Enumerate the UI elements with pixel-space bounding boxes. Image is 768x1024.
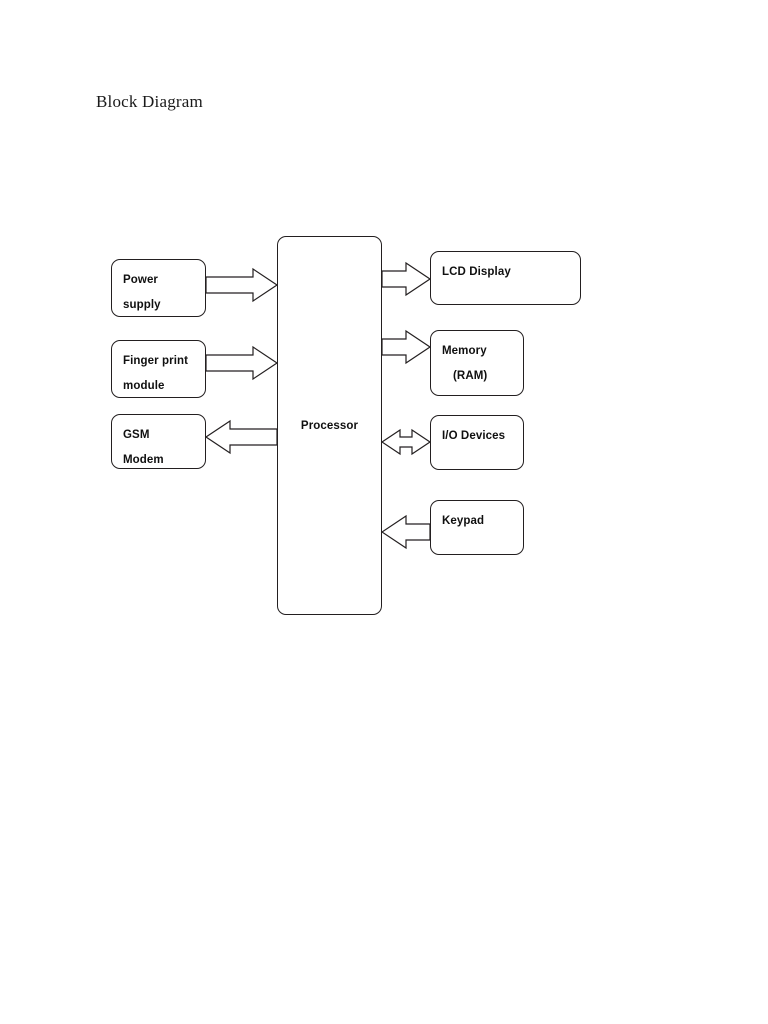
node-memory-ram-line2: (RAM): [453, 370, 488, 382]
node-finger-print-module-line1: Finger print: [123, 355, 189, 367]
page-title: Block Diagram: [96, 92, 203, 111]
node-io-devices-line1: I/O Devices: [442, 430, 506, 442]
node-gsm-modem[interactable]: GSM Modem: [111, 414, 206, 469]
arrow-power-supply-to-processor: [205, 267, 279, 303]
node-gsm-modem-line2: Modem: [123, 454, 164, 466]
node-keypad[interactable]: Keypad: [430, 500, 524, 555]
arrow-processor-to-memory: [381, 329, 432, 365]
node-power-supply-line1: Power: [123, 274, 159, 286]
arrow-processor-to-lcd-display: [381, 261, 432, 297]
node-memory-ram[interactable]: Memory (RAM): [430, 330, 524, 396]
arrow-keypad-to-processor: [380, 514, 431, 550]
arrow-processor-to-gsm-modem: [204, 419, 278, 455]
node-power-supply[interactable]: Power supply: [111, 259, 206, 317]
node-lcd-display-line1: LCD Display: [442, 266, 511, 278]
node-finger-print-module[interactable]: Finger print module: [111, 340, 206, 398]
node-keypad-line1: Keypad: [442, 515, 485, 527]
node-processor[interactable]: Processor: [277, 236, 382, 615]
node-finger-print-module-line2: module: [123, 380, 165, 392]
node-gsm-modem-line1: GSM: [123, 429, 150, 441]
node-memory-ram-line1: Memory: [442, 345, 487, 357]
arrow-finger-print-module-to-processor: [205, 345, 279, 381]
node-processor-label: Processor: [300, 419, 359, 432]
node-power-supply-line2: supply: [123, 299, 161, 311]
node-io-devices[interactable]: I/O Devices: [430, 415, 524, 470]
node-lcd-display[interactable]: LCD Display: [430, 251, 581, 305]
arrow-processor-to-io-devices-bidirectional: [380, 428, 432, 456]
